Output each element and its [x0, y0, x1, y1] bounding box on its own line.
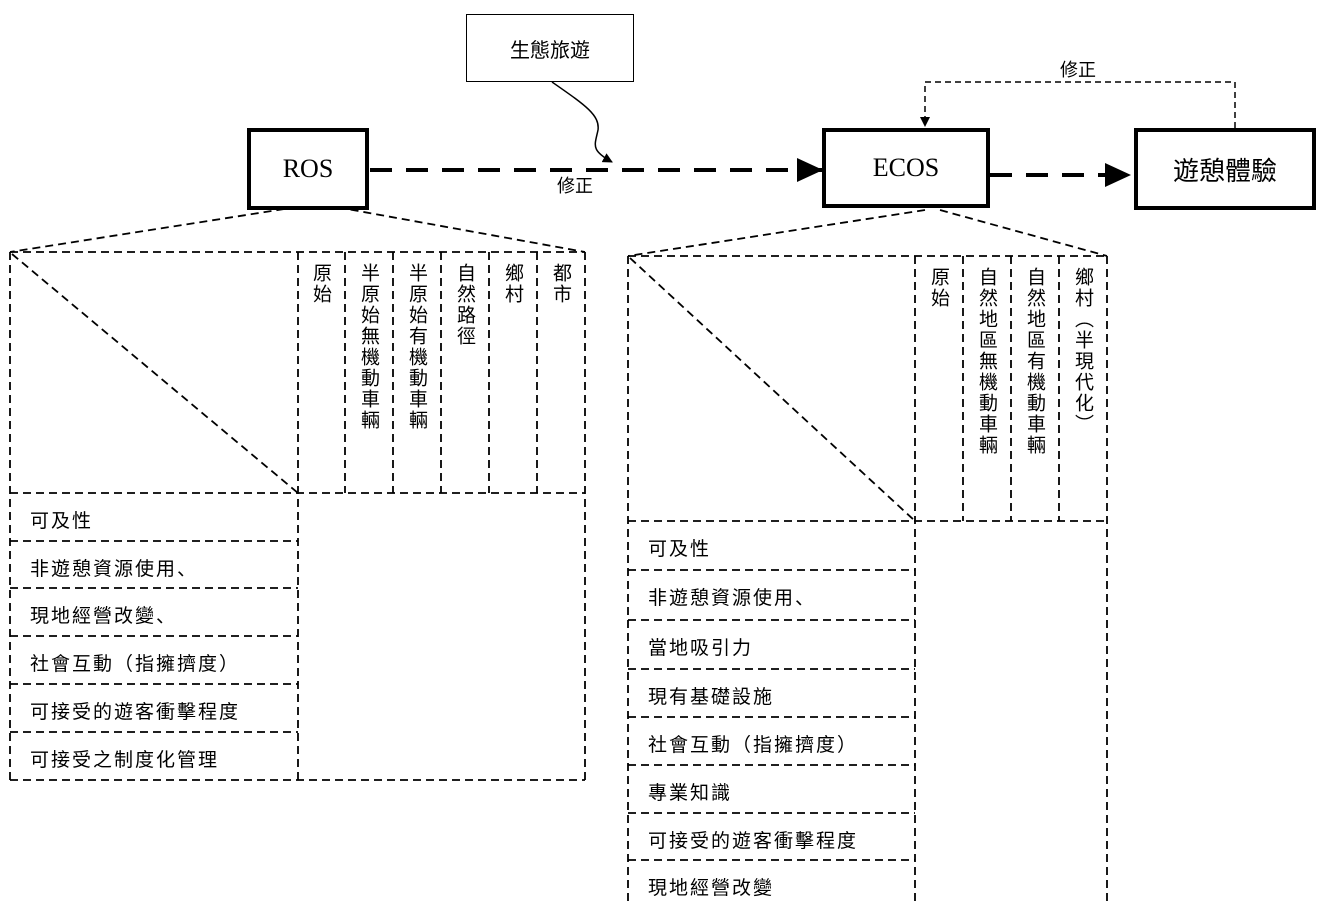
ros-box: ROS	[247, 128, 369, 210]
ecos-col-primitive: 原始	[928, 267, 950, 309]
ecos-row-infrastructure: 現有基礎設施	[648, 686, 775, 708]
ecos-label: ECOS	[872, 153, 940, 182]
ros-label: ROS	[282, 154, 334, 183]
ecos-row-expertise: 專業知識	[648, 782, 733, 804]
ecos-row-nonrec-use: 非遊憩資源使用、	[648, 587, 817, 609]
ecos-col-rural-semimodern: 鄉村（半現代化）	[1072, 267, 1094, 435]
ros-row-visitor-impact: 可接受的遊客衝擊程度	[30, 701, 241, 723]
ros-col-urban: 都市	[550, 263, 572, 305]
experience-label: 遊憩體驗	[1172, 156, 1277, 187]
ecotourism-box: 生態旅遊	[466, 14, 634, 82]
ros-row-social-interaction: 社會互動（指擁擠度）	[30, 653, 241, 675]
feedback-loop	[920, 81, 1236, 128]
ros-col-semi-primitive-nonmotor: 半原始無機動車輛	[358, 263, 380, 431]
ecos-row-site-management: 現地經營改變	[648, 877, 775, 899]
ecos-row-accessibility: 可及性	[648, 538, 712, 560]
ecos-col-natural-nonmotor: 自然地區無機動車輛	[976, 267, 998, 456]
ecotourism-curve	[551, 81, 613, 163]
ecotourism-label: 生態旅遊	[510, 37, 590, 62]
ros-fan-right	[324, 204, 586, 253]
ecos-row-social-interaction: 社會互動（指擁擠度）	[648, 734, 859, 756]
ros-row-accessibility: 可及性	[30, 510, 94, 532]
ros-col-semi-primitive-motor: 半原始有機動車輛	[406, 263, 428, 431]
ecos-fan-right	[939, 209, 1108, 257]
ros-row-institutional-management: 可接受之制度化管理	[30, 749, 220, 771]
ecos-row-visitor-impact: 可接受的遊客衝擊程度	[648, 830, 859, 852]
ecos-col-natural-motor: 自然地區有機動車輛	[1024, 267, 1046, 456]
ecos-box: ECOS	[822, 128, 990, 208]
revise-label-feedback: 修正	[1060, 60, 1096, 81]
ros-row-site-management: 現地經營改變、	[30, 605, 178, 627]
experience-box: 遊憩體驗	[1134, 128, 1316, 210]
ecos-row-local-attraction: 當地吸引力	[648, 637, 754, 659]
ros-col-primitive: 原始	[310, 263, 332, 305]
ros-row-nonrec-use: 非遊憩資源使用、	[30, 558, 199, 580]
ros-col-rural: 鄉村	[502, 263, 524, 305]
ecos-fan-left	[627, 209, 926, 257]
ecos-table-grid	[627, 255, 1108, 903]
ros-col-natural-path: 自然路徑	[454, 263, 476, 347]
ros-table-grid	[9, 251, 586, 781]
revise-label-main: 修正	[557, 176, 593, 197]
ros-fan-left	[9, 204, 311, 253]
